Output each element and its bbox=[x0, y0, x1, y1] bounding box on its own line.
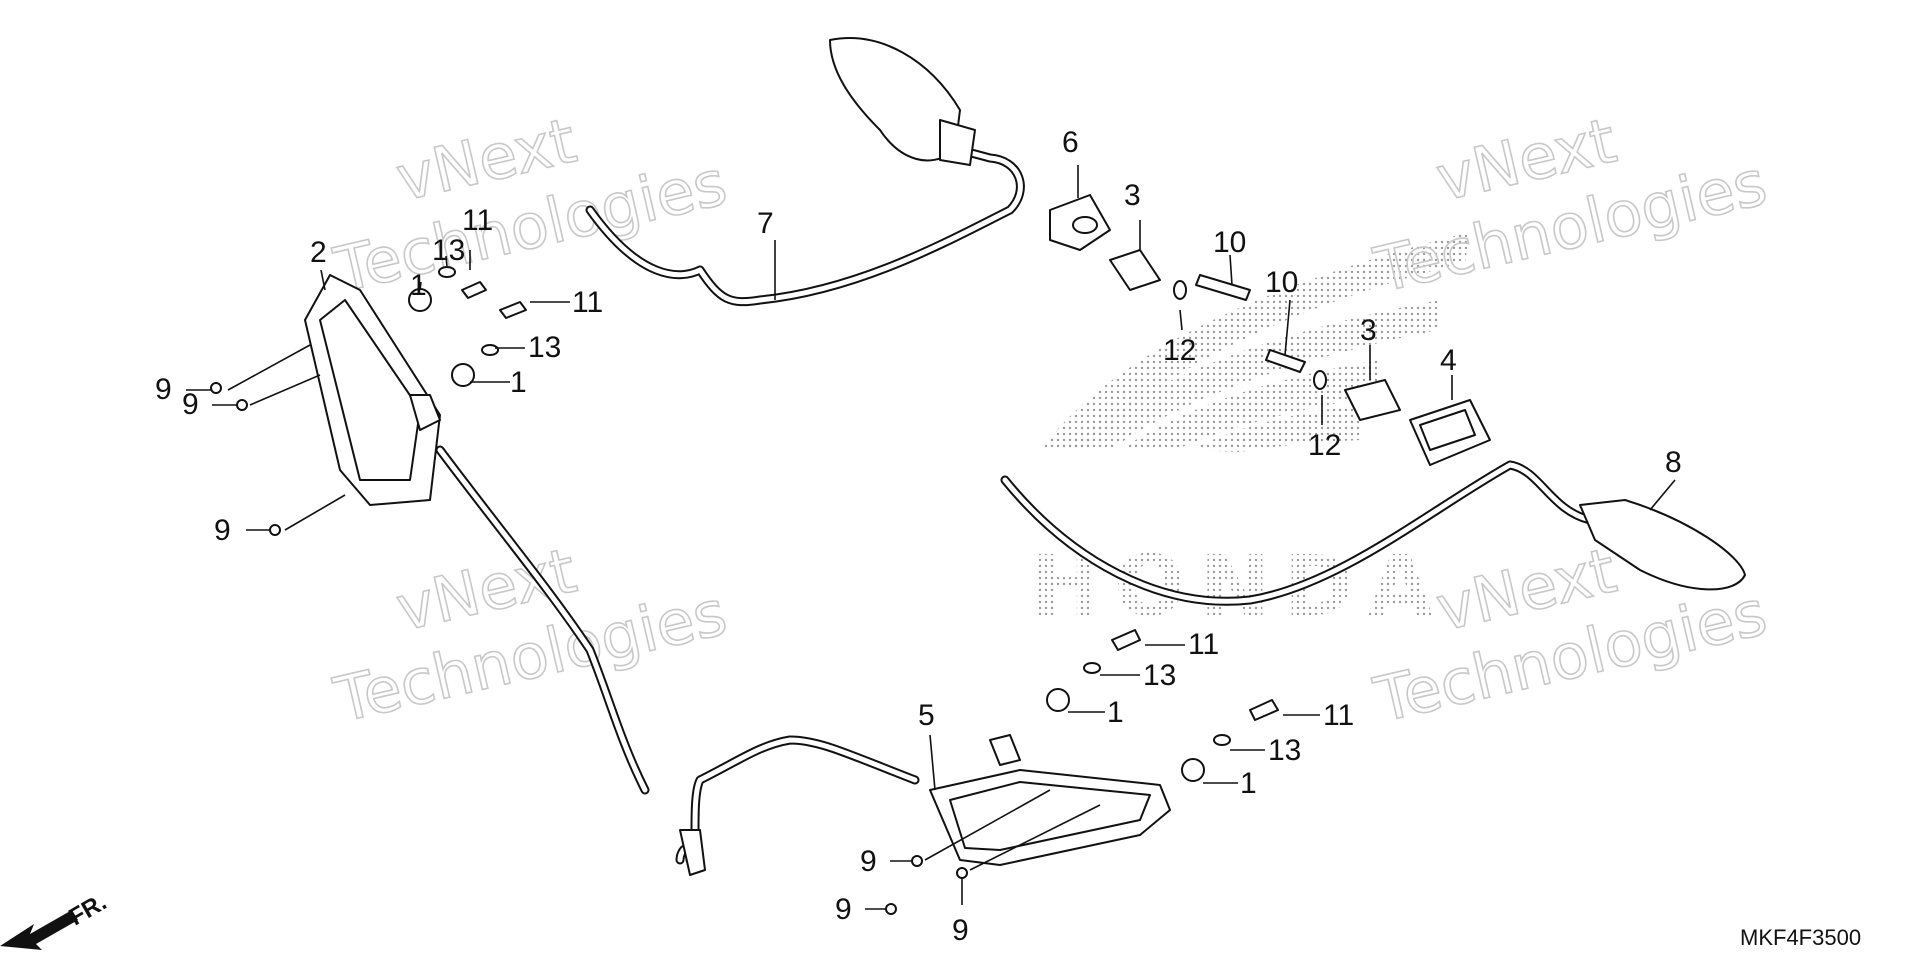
callout-numbers: 2 1 13 11 11 13 1 9 9 9 7 6 3 10 10 12 3… bbox=[155, 126, 1682, 947]
direction-arrow: FR. bbox=[0, 889, 111, 950]
fastener-group-lower bbox=[885, 629, 1279, 915]
part-lamp-housing-left bbox=[304, 274, 650, 795]
callout-10-upper: 10 bbox=[1213, 226, 1246, 259]
part-turn-signal-right bbox=[1000, 460, 1746, 606]
callout-9-b: 9 bbox=[182, 388, 199, 421]
callout-11-lower-center: 11 bbox=[1188, 628, 1219, 661]
callout-9-d: 9 bbox=[860, 845, 877, 878]
callout-12-upper: 12 bbox=[1163, 334, 1196, 367]
callout-9-a: 9 bbox=[155, 373, 172, 406]
part-clip-upper bbox=[1109, 220, 1161, 291]
callout-12-lower: 12 bbox=[1308, 429, 1341, 462]
callout-13-left: 13 bbox=[528, 331, 561, 364]
fastener-group-left bbox=[210, 266, 527, 536]
callout-13-lower-center: 13 bbox=[1143, 659, 1176, 692]
callout-11-left: 11 bbox=[572, 286, 603, 319]
callout-1-upper-left: 1 bbox=[410, 269, 427, 302]
part-lamp-housing-lower bbox=[675, 734, 1171, 876]
diagram-code: MKF4F3500 bbox=[1740, 925, 1861, 950]
brand-wordmark: HONDA bbox=[1030, 537, 1447, 635]
part-grommet bbox=[1049, 194, 1111, 251]
svg-text:FR.: FR. bbox=[64, 889, 111, 932]
callout-1-lower-right: 1 bbox=[1240, 767, 1257, 800]
watermark-top-right: vNext Technologies bbox=[1367, 103, 1774, 308]
watermark-mid-left: vNext Technologies bbox=[327, 533, 734, 738]
leader-lines bbox=[186, 165, 1676, 910]
callout-10-lower: 10 bbox=[1265, 266, 1298, 299]
callout-11-upper-left: 11 bbox=[462, 204, 493, 237]
part-connector bbox=[1409, 399, 1491, 466]
callout-3-lower: 3 bbox=[1360, 314, 1377, 347]
callout-9-f: 9 bbox=[952, 914, 969, 947]
callout-6: 6 bbox=[1062, 126, 1079, 159]
callout-8: 8 bbox=[1665, 446, 1682, 479]
callout-11-lower-right: 11 bbox=[1323, 699, 1354, 732]
part-bolts bbox=[1173, 274, 1327, 390]
callout-7: 7 bbox=[757, 207, 774, 240]
part-turn-signal-upper bbox=[585, 37, 1025, 307]
callout-1-lower-center: 1 bbox=[1107, 696, 1124, 729]
callout-13-upper-left: 13 bbox=[432, 234, 465, 267]
callout-1-left: 1 bbox=[510, 366, 527, 399]
svg-text:HONDA: HONDA bbox=[1030, 537, 1447, 635]
callout-9-c: 9 bbox=[214, 514, 231, 547]
callout-13-lower-right: 13 bbox=[1268, 734, 1301, 767]
callout-5: 5 bbox=[918, 699, 935, 732]
callout-9-e: 9 bbox=[835, 893, 852, 926]
callout-2: 2 bbox=[310, 236, 327, 269]
part-clip-lower bbox=[1344, 379, 1401, 421]
callout-3-upper: 3 bbox=[1124, 179, 1141, 212]
callout-4: 4 bbox=[1440, 344, 1457, 377]
